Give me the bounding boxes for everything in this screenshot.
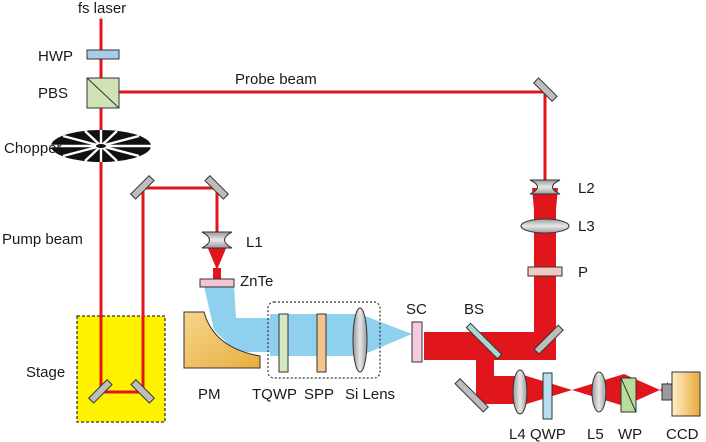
label-stage: Stage bbox=[26, 364, 65, 381]
stage-box bbox=[76, 315, 166, 423]
beam-splitter-icon bbox=[465, 322, 503, 360]
tqwp-plate bbox=[278, 313, 289, 373]
label-sc: SC bbox=[406, 301, 427, 318]
label-znte: ZnTe bbox=[240, 273, 273, 290]
pump-focus-spot bbox=[213, 268, 221, 280]
label-l5: L5 bbox=[587, 426, 604, 442]
lens-l3 bbox=[520, 218, 570, 234]
parabolic-mirror bbox=[183, 311, 261, 369]
camera-icon bbox=[661, 371, 701, 417]
qwp-plate bbox=[542, 372, 553, 420]
spp-plate bbox=[316, 313, 327, 373]
chopper-icon bbox=[51, 130, 151, 162]
lens-l2 bbox=[529, 179, 561, 195]
znte-crystal bbox=[199, 278, 235, 288]
label-pbs: PBS bbox=[38, 85, 68, 102]
label-l2: L2 bbox=[578, 180, 595, 197]
label-pump-beam: Pump beam bbox=[2, 231, 83, 248]
label-si-lens: Si Lens bbox=[345, 386, 395, 403]
label-probe-beam: Probe beam bbox=[235, 71, 317, 88]
label-pm: PM bbox=[198, 386, 221, 403]
label-hwp: HWP bbox=[38, 48, 73, 65]
wollaston-prism bbox=[620, 377, 637, 413]
label-l4: L4 bbox=[509, 426, 526, 442]
label-l3: L3 bbox=[578, 218, 595, 235]
lens-l4 bbox=[512, 369, 528, 415]
sc-crystal bbox=[411, 321, 423, 363]
pbs-cube bbox=[86, 77, 120, 109]
label-l1: L1 bbox=[246, 234, 263, 251]
thz-optics-box bbox=[267, 301, 381, 379]
thz-beam bbox=[204, 286, 412, 356]
lens-l5 bbox=[591, 371, 607, 413]
label-qwp: QWP bbox=[530, 426, 566, 442]
lens-l1 bbox=[201, 231, 233, 249]
label-chopper: Chopper bbox=[4, 140, 62, 157]
mirror-icon bbox=[87, 77, 564, 413]
label-tqwp: TQWP bbox=[252, 386, 297, 403]
label-bs: BS bbox=[464, 301, 484, 318]
hwp-plate bbox=[86, 49, 120, 60]
label-wp: WP bbox=[618, 426, 642, 442]
label-spp: SPP bbox=[304, 386, 334, 403]
si-lens bbox=[352, 307, 368, 373]
label-ccd: CCD bbox=[666, 426, 699, 442]
polarizer-p bbox=[527, 266, 563, 277]
pump-focus-cone bbox=[207, 246, 227, 270]
label-p: P bbox=[578, 264, 588, 281]
label-fs-laser: fs laser bbox=[78, 0, 126, 17]
